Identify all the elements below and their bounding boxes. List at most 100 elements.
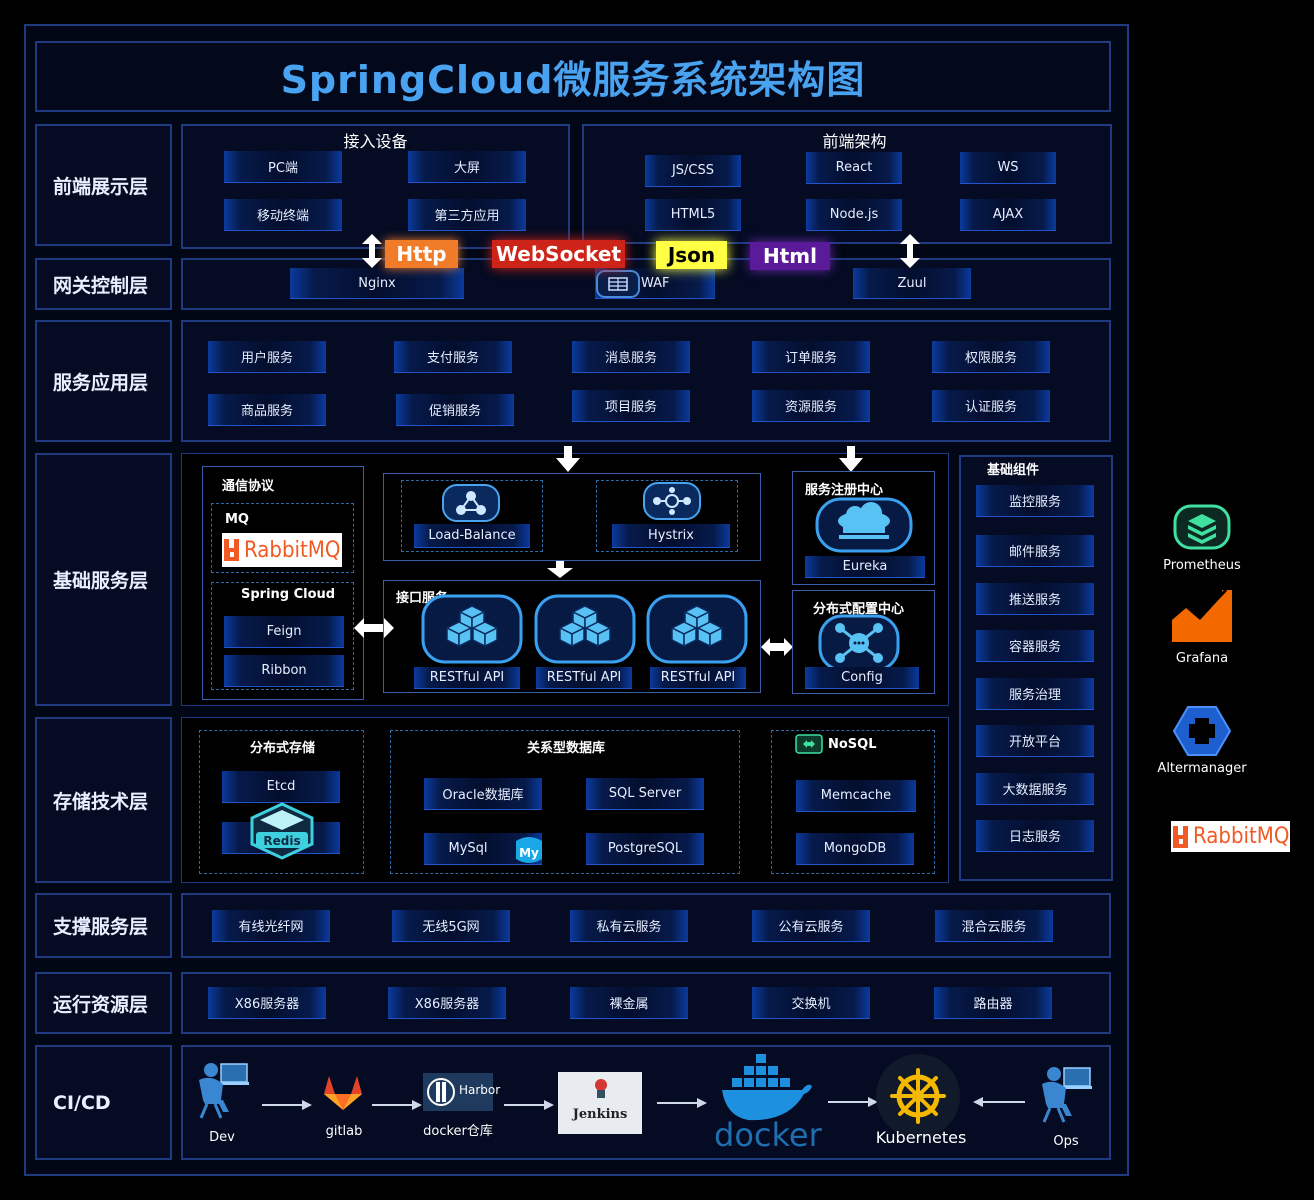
rdb-title: 关系型数据库 [527,741,606,756]
down-arrow-icon [556,446,580,472]
service-resource: 资源服务 [752,390,870,422]
redis-icon: Redis [250,802,314,860]
grafana-label: Grafana [1175,651,1229,666]
service-permission: 权限服务 [932,341,1050,373]
runtime-baremetal: 裸金属 [570,987,688,1019]
layer-support: 支撑服务层 [35,893,172,958]
left-arrow-icon [973,1097,1025,1107]
jenkins-icon [595,1079,607,1098]
up-down-arrow-icon [362,234,382,268]
gateway-zuul: Zuul [853,268,971,299]
restful-api-1: RESTful API [414,667,520,689]
comm-protocol-block [202,466,364,700]
config-icon [818,614,900,672]
protocol-json: Json [656,241,727,269]
mysql-icon: My [516,837,542,863]
kubernetes-label: Kubernetes [875,1128,967,1147]
up-down-arrow-icon [900,234,920,268]
eureka-box: Eureka [805,556,925,578]
fe-nodejs: Node.js [806,199,902,231]
component-monitor: 监控服务 [976,485,1094,517]
protocol-websocket: WebSocket [492,240,625,268]
support-fiber: 有线光纤网 [212,910,330,942]
comm-title: 通信协议 [222,479,275,494]
layer-cicd: CI/CD [35,1045,172,1160]
component-governance: 服务治理 [976,678,1094,710]
service-message: 消息服务 [572,341,690,373]
component-mail: 邮件服务 [976,535,1094,567]
service-order: 订单服务 [752,341,870,373]
rabbitmq-icon [224,539,239,561]
service-auth: 认证服务 [932,390,1050,422]
fe-ws: WS [960,152,1056,184]
api-block [383,580,761,693]
mysql-logo-text: My [519,846,539,860]
runtime-x86-2: X86服务器 [388,987,506,1019]
jenkins-logo-text: Jenkins [572,1107,628,1122]
service-payment: 支付服务 [394,341,512,373]
right-arrow-icon [657,1098,707,1108]
rabbitmq-icon [1173,825,1188,848]
spring-cloud-label: Spring Cloud [241,587,336,602]
load-balance-block [401,480,543,552]
fe-html5: HTML5 [645,199,741,231]
registry-title: 服务注册中心 [805,483,884,498]
api-cube-icon [646,594,748,664]
etcd-box: Etcd [222,771,340,803]
config-center-block [792,590,935,694]
grafana-icon [1172,588,1232,642]
fe-ajax: AJAX [960,199,1056,231]
registry-block [792,471,935,585]
runtime-router: 路由器 [934,987,1052,1019]
api-cube-icon [534,594,636,664]
ops-person-icon [1042,1067,1092,1123]
feign-box: Feign [224,616,344,648]
rabbitmq-tool-logo: RabbitMQ [1171,821,1290,852]
runtime-switch: 交换机 [752,987,870,1019]
waf-icon [596,270,640,298]
config-box: Config [805,667,919,689]
layer-gateway: 网关控制层 [35,258,172,310]
right-arrow-icon [504,1100,554,1110]
service-project: 项目服务 [572,390,690,422]
component-push: 推送服务 [976,583,1094,615]
layer-runtime: 运行资源层 [35,972,172,1034]
components-panel [959,455,1113,881]
access-screen: 大屏 [408,151,526,183]
ops-label: Ops [1053,1134,1079,1149]
access-thirdparty: 第三方应用 [408,199,526,231]
harbor-logo: Harbor [423,1073,500,1111]
right-arrow-icon [828,1097,878,1107]
component-bigdata: 大数据服务 [976,773,1094,805]
dist-storage-title: 分布式存储 [250,741,316,756]
right-arrow-icon [262,1100,312,1110]
component-log: 日志服务 [976,820,1094,852]
harbor-icon [427,1078,455,1106]
down-arrow-icon [839,446,863,472]
nosql-icon [795,734,823,754]
api-cube-icon [421,594,523,664]
postgresql-box: PostgreSQL [586,833,704,865]
hystrix-block [596,480,738,552]
down-arrow-icon [547,560,573,578]
components-title: 基础组件 [987,463,1040,478]
rabbitmq-text: RabbitMQ [244,537,341,563]
mq-block [211,503,354,573]
hystrix-box: Hystrix [612,524,730,548]
access-mobile: 移动终端 [224,199,342,231]
right-arrow-icon [372,1100,422,1110]
layer-storage: 存储技术层 [35,717,172,883]
layer-frontend: 前端展示层 [35,124,172,246]
altermanager-icon [1172,706,1232,756]
lb-hystrix-block [383,473,761,561]
access-title: 接入设备 [343,132,408,151]
nosql-block [771,730,935,874]
ribbon-box: Ribbon [224,655,344,687]
service-user: 用户服务 [208,341,326,373]
prometheus-icon [1173,504,1231,550]
layer-service: 服务应用层 [35,320,172,442]
access-pc: PC端 [224,151,342,183]
gitlab-icon [324,1076,362,1110]
gitlab-label: gitlab [325,1124,363,1139]
redis-logo-text: Redis [263,834,300,848]
